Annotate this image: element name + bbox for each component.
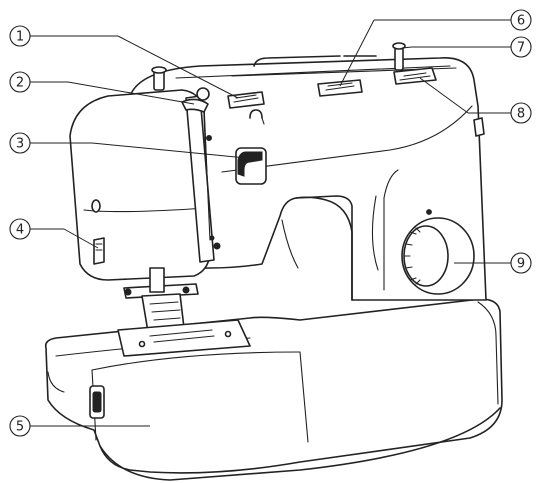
machine-base [44, 298, 503, 481]
callout-5: 5 [9, 415, 31, 437]
callout-4: 4 [9, 218, 31, 240]
callout-leaders [20, 19, 521, 427]
callout-3-label: 3 [16, 137, 24, 152]
callout-1: 1 [9, 25, 31, 47]
callout-6-label: 6 [517, 14, 525, 29]
callout-8: 8 [510, 102, 532, 124]
callout-4-label: 4 [16, 223, 24, 238]
needle-area [117, 267, 251, 357]
callout-5-label: 5 [16, 420, 24, 435]
callout-2-label: 2 [16, 76, 24, 91]
callout-9-label: 9 [517, 257, 525, 272]
callout-8-label: 8 [517, 107, 525, 122]
callout-3: 3 [9, 132, 31, 154]
pattern-selector-dial [401, 209, 475, 295]
callout-7: 7 [510, 36, 532, 58]
machine-upper-arm [69, 42, 487, 301]
callout-2: 2 [9, 71, 31, 93]
callout-6: 6 [510, 9, 532, 31]
callout-7-label: 7 [517, 41, 525, 56]
callout-9: 9 [510, 252, 532, 274]
callout-1-label: 1 [16, 30, 24, 45]
